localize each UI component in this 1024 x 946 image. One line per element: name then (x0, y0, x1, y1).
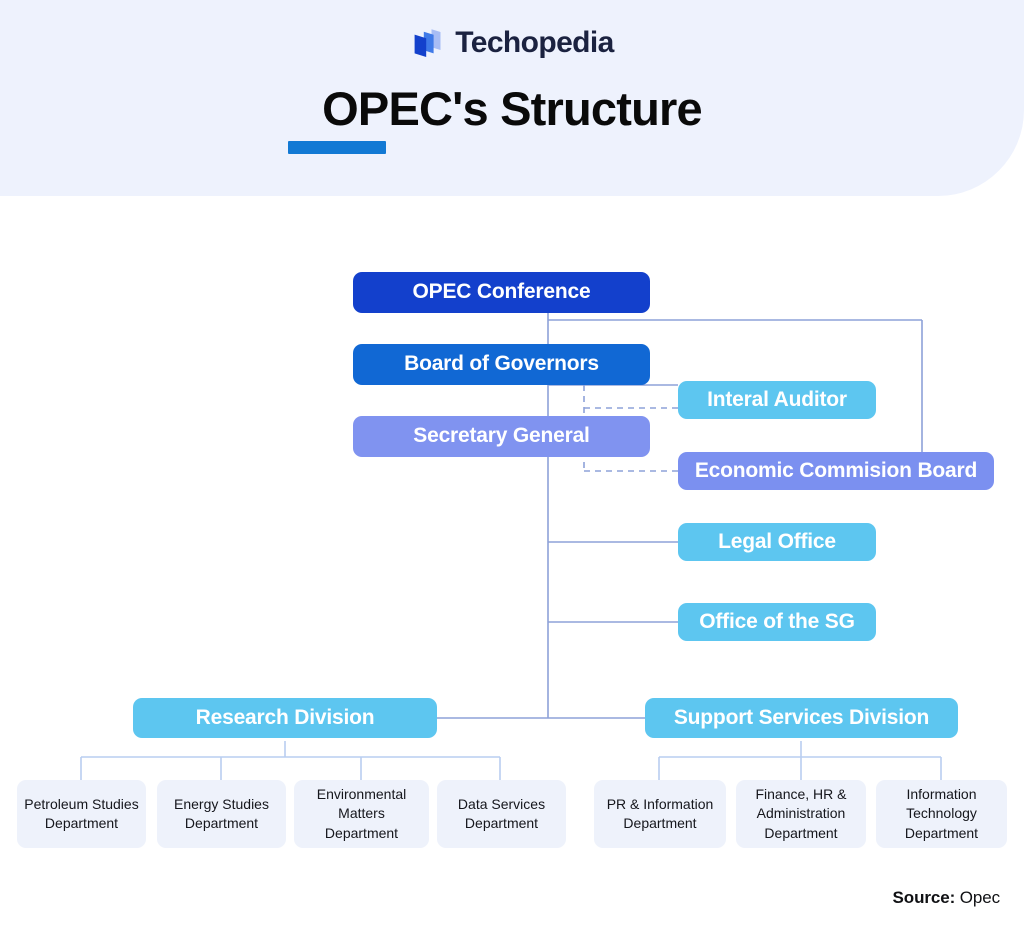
node-secretary-general[interactable]: Secretary General (353, 416, 650, 457)
brand-name: Techopedia (455, 26, 614, 59)
node-environmental-matters-department[interactable]: Environmental Matters Department (294, 780, 429, 848)
source-label: Source: (892, 888, 956, 907)
node-energy-studies-department[interactable]: Energy Studies Department (157, 780, 286, 848)
brand-lockup: Techopedia (0, 26, 1024, 60)
node-research-division[interactable]: Research Division (133, 698, 437, 738)
node-opec-conference[interactable]: OPEC Conference (353, 272, 650, 313)
page-title: OPEC's Structure (322, 82, 703, 135)
node-finance-hr-administration-department[interactable]: Finance, HR & Administration Department (736, 780, 866, 848)
node-petroleum-studies-department[interactable]: Petroleum Studies Department (17, 780, 146, 848)
node-support-services-division[interactable]: Support Services Division (645, 698, 958, 738)
page-header-band (0, 0, 1024, 196)
node-board-of-governors[interactable]: Board of Governors (353, 344, 650, 385)
source-value: Opec (959, 888, 1000, 907)
node-data-services-department[interactable]: Data Services Department (437, 780, 566, 848)
node-information-technology-department[interactable]: Information Technology Department (876, 780, 1007, 848)
node-office-of-the-sg[interactable]: Office of the SG (678, 603, 876, 641)
title-underline-rule (288, 141, 386, 154)
techopedia-logo-icon (414, 29, 441, 57)
source-attribution: Source: Opec (892, 888, 1001, 908)
node-interal-auditor[interactable]: Interal Auditor (678, 381, 876, 419)
node-pr-information-department[interactable]: PR & Information Department (594, 780, 726, 848)
org-chart: OPEC Conference Board of Governors Secre… (0, 196, 1024, 946)
node-economic-commision-board[interactable]: Economic Commision Board (678, 452, 994, 490)
node-legal-office[interactable]: Legal Office (678, 523, 876, 561)
